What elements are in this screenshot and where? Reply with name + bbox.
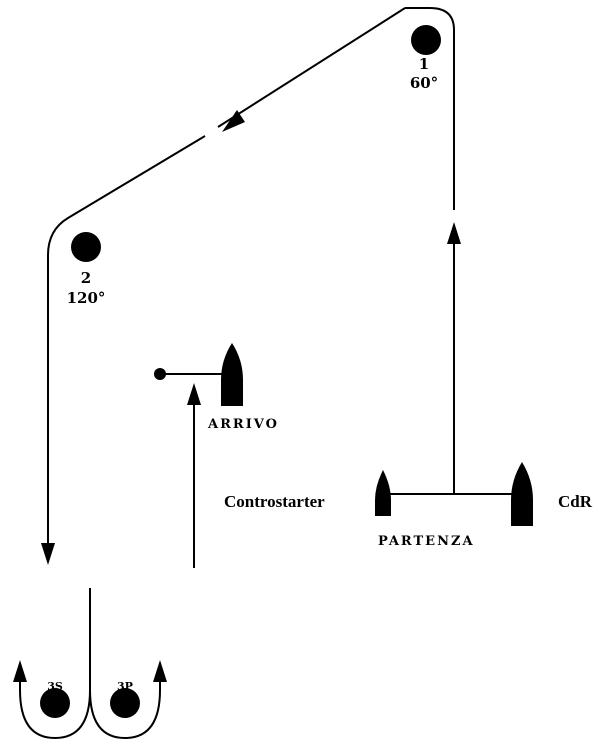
mark-2-number: 2 <box>81 269 91 287</box>
arrow-downwind-icon <box>41 543 55 565</box>
finish-pin-buoy-icon <box>154 368 166 380</box>
gate-3p-buoy-icon <box>110 688 140 718</box>
start-label: PARTENZA <box>378 534 475 549</box>
mark-2-angle: 120° <box>67 289 106 307</box>
mark-1-number: 1 <box>419 55 429 73</box>
committee-boat-label: CdR <box>558 492 593 511</box>
pin-boat-label: Controstarter <box>224 492 325 511</box>
gate-3p-label: 3P <box>117 680 133 693</box>
pin-boat-icon <box>375 470 391 516</box>
arrow-upwind-icon <box>447 222 461 244</box>
course-leg-upwind <box>405 7 455 210</box>
arrow-finish-icon <box>187 383 201 405</box>
committee-boat-icon <box>511 462 533 526</box>
mark-1-angle: 60° <box>410 74 438 92</box>
course-leg-reach <box>217 7 406 128</box>
mark-1-buoy-icon <box>411 25 441 55</box>
finish-label: ARRIVO <box>207 417 279 432</box>
arrow-gate-starboard-icon <box>13 660 27 682</box>
gate-3s-label: 3S <box>47 680 63 693</box>
finish-boat-icon <box>221 343 243 406</box>
course-leg-reach-lower <box>47 135 206 545</box>
mark-2-buoy-icon <box>71 232 101 262</box>
arrow-reach-icon <box>222 110 245 132</box>
arrow-gate-port-icon <box>153 660 167 682</box>
gate-loop-port <box>89 670 161 740</box>
gate-3s-buoy-icon <box>40 688 70 718</box>
gate-loop-starboard <box>19 670 91 740</box>
